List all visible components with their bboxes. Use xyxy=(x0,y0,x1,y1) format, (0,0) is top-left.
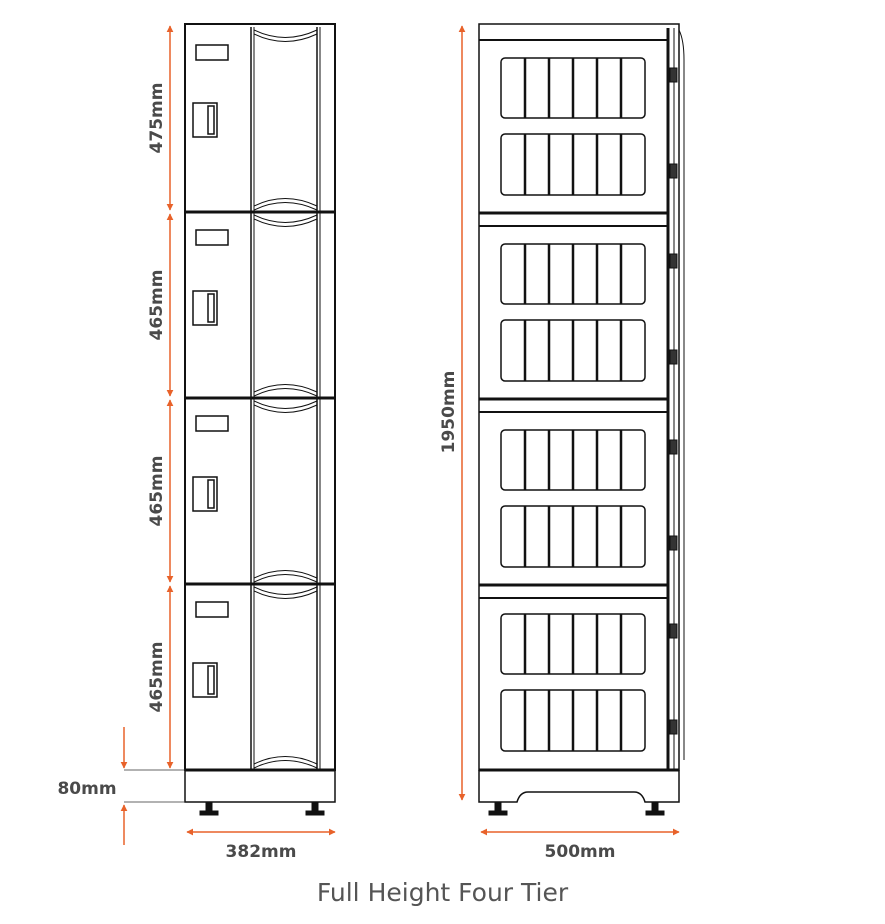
front-tier-1 xyxy=(479,39,678,215)
front-base xyxy=(478,770,680,803)
diagram-caption: Full Height Four Tier xyxy=(316,878,569,907)
front-dimensions xyxy=(458,25,680,836)
total-height-label: 1950mm xyxy=(439,371,459,454)
front-tier-4 xyxy=(479,597,679,772)
tier2-height-label: 465mm xyxy=(147,270,167,341)
base-height-label: 80mm xyxy=(57,779,116,799)
front-view xyxy=(478,23,685,816)
front-tier-3 xyxy=(479,411,678,587)
side-view xyxy=(184,23,336,816)
front-width-label: 500mm xyxy=(545,842,616,862)
tier4-height-label: 465mm xyxy=(147,642,167,713)
side-dimensions xyxy=(120,25,336,845)
tier3-height-label: 465mm xyxy=(147,456,167,527)
side-feet xyxy=(199,801,325,816)
front-tier-2 xyxy=(479,225,678,401)
front-feet xyxy=(488,801,665,816)
side-door-hardware xyxy=(192,44,229,698)
tier1-height-label: 475mm xyxy=(147,83,167,154)
side-width-label: 382mm xyxy=(226,842,297,862)
front-doors xyxy=(479,39,679,772)
side-base xyxy=(184,769,336,803)
